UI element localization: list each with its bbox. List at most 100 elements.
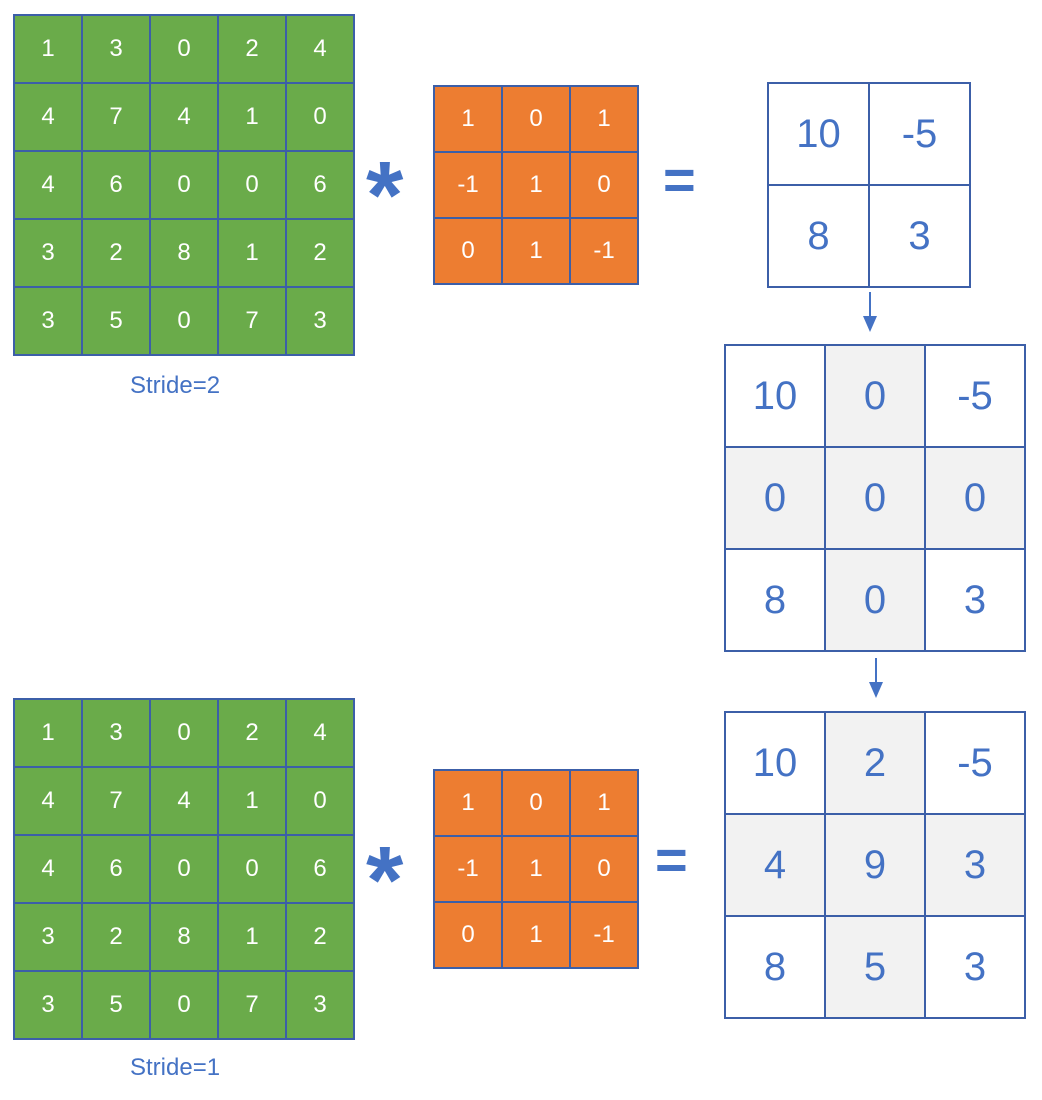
matrix-cell: 1 [13, 14, 83, 84]
matrix-row: 3 5 0 7 3 [13, 970, 355, 1040]
matrix-cell: 4 [13, 766, 83, 836]
matrix-cell: 1 [501, 151, 571, 219]
matrix-cell: 2 [217, 14, 287, 84]
matrix-row: 1 0 1 [433, 85, 639, 153]
matrix-cell: 0 [569, 151, 639, 219]
matrix-cell: 2 [824, 711, 926, 815]
matrix-cell: 0 [149, 698, 219, 768]
matrix-cell: 2 [217, 698, 287, 768]
matrix-cell: 1 [433, 769, 503, 837]
matrix-cell: 1 [13, 698, 83, 768]
matrix-cell: -1 [569, 901, 639, 969]
matrix-cell: 0 [217, 150, 287, 220]
matrix-cell: 5 [824, 915, 926, 1019]
matrix-cell: 0 [824, 344, 926, 448]
matrix-cell: 6 [81, 834, 151, 904]
matrix-row: 3 5 0 7 3 [13, 286, 355, 356]
matrix-row: 1 3 0 2 4 [13, 698, 355, 768]
matrix-row: 4 7 4 1 0 [13, 82, 355, 152]
matrix-row: 4 9 3 [724, 813, 1026, 917]
matrix-cell: 4 [285, 14, 355, 84]
matrix-cell: 0 [824, 446, 926, 550]
matrix-cell: 1 [433, 85, 503, 153]
kernel-matrix-bottom: 1 0 1 -1 1 0 0 1 -1 [433, 769, 639, 969]
matrix-cell: 0 [433, 217, 503, 285]
matrix-cell: 1 [501, 217, 571, 285]
matrix-row: 4 6 0 0 6 [13, 834, 355, 904]
input-matrix-bottom: 1 3 0 2 4 4 7 4 1 0 4 6 0 0 6 3 2 8 1 2 … [13, 698, 355, 1040]
convolution-operator-bottom: * [366, 827, 404, 934]
matrix-row: 0 0 0 [724, 446, 1026, 550]
matrix-cell: -5 [924, 344, 1026, 448]
matrix-row: -1 1 0 [433, 835, 639, 903]
matrix-cell: 8 [724, 915, 826, 1019]
matrix-cell: 2 [285, 218, 355, 288]
matrix-cell: 0 [149, 14, 219, 84]
matrix-cell: 4 [149, 82, 219, 152]
matrix-cell: 8 [724, 548, 826, 652]
matrix-row: 3 2 8 1 2 [13, 902, 355, 972]
matrix-row: 0 1 -1 [433, 217, 639, 285]
matrix-cell: 0 [569, 835, 639, 903]
matrix-row: 8 3 [767, 184, 971, 288]
matrix-cell: 0 [924, 446, 1026, 550]
matrix-cell: -5 [868, 82, 971, 186]
matrix-cell: 10 [724, 344, 826, 448]
matrix-cell: 4 [724, 813, 826, 917]
matrix-cell: 0 [824, 548, 926, 652]
matrix-cell: 1 [501, 835, 571, 903]
matrix-cell: 5 [81, 286, 151, 356]
matrix-cell: 0 [149, 970, 219, 1040]
matrix-cell: 9 [824, 813, 926, 917]
matrix-row: 0 1 -1 [433, 901, 639, 969]
matrix-cell: 0 [724, 446, 826, 550]
matrix-cell: 1 [569, 769, 639, 837]
matrix-cell: -1 [569, 217, 639, 285]
matrix-cell: 10 [724, 711, 826, 815]
matrix-cell: 4 [13, 150, 83, 220]
matrix-cell: 8 [149, 218, 219, 288]
matrix-row: 1 0 1 [433, 769, 639, 837]
stride-label-bottom: Stride=1 [130, 1054, 221, 1081]
matrix-cell: 0 [501, 85, 571, 153]
matrix-cell: 2 [81, 902, 151, 972]
matrix-cell: 4 [13, 82, 83, 152]
matrix-row: 3 2 8 1 2 [13, 218, 355, 288]
matrix-cell: -1 [433, 835, 503, 903]
matrix-cell: 5 [81, 970, 151, 1040]
matrix-cell: 3 [924, 915, 1026, 1019]
matrix-cell: 3 [924, 548, 1026, 652]
matrix-row: 10 -5 [767, 82, 971, 186]
matrix-row: 8 5 3 [724, 915, 1026, 1019]
matrix-cell: 6 [81, 150, 151, 220]
equals-operator-bottom: = [655, 828, 688, 891]
matrix-row: 1 3 0 2 4 [13, 14, 355, 84]
matrix-cell: 0 [149, 834, 219, 904]
matrix-cell: 1 [569, 85, 639, 153]
matrix-cell: 3 [13, 286, 83, 356]
matrix-cell: 0 [217, 834, 287, 904]
dilated-matrix: 10 0 -5 0 0 0 8 0 3 [724, 344, 1026, 652]
matrix-cell: 3 [81, 698, 151, 768]
matrix-row: 10 0 -5 [724, 344, 1026, 448]
matrix-cell: 1 [217, 82, 287, 152]
matrix-cell: 3 [285, 970, 355, 1040]
matrix-cell: 0 [285, 82, 355, 152]
matrix-cell: 6 [285, 150, 355, 220]
output-matrix-bottom: 10 2 -5 4 9 3 8 5 3 [724, 711, 1026, 1019]
matrix-cell: 7 [81, 766, 151, 836]
matrix-cell: 0 [433, 901, 503, 969]
matrix-cell: -5 [924, 711, 1026, 815]
matrix-cell: 0 [149, 150, 219, 220]
output-matrix-top: 10 -5 8 3 [767, 82, 971, 288]
matrix-cell: 8 [767, 184, 870, 288]
matrix-cell: 3 [13, 902, 83, 972]
matrix-cell: 3 [868, 184, 971, 288]
matrix-cell: 0 [285, 766, 355, 836]
matrix-row: 10 2 -5 [724, 711, 1026, 815]
matrix-row: 4 6 0 0 6 [13, 150, 355, 220]
kernel-matrix-top: 1 0 1 -1 1 0 0 1 -1 [433, 85, 639, 285]
matrix-cell: 3 [81, 14, 151, 84]
matrix-cell: 0 [501, 769, 571, 837]
matrix-cell: 6 [285, 834, 355, 904]
